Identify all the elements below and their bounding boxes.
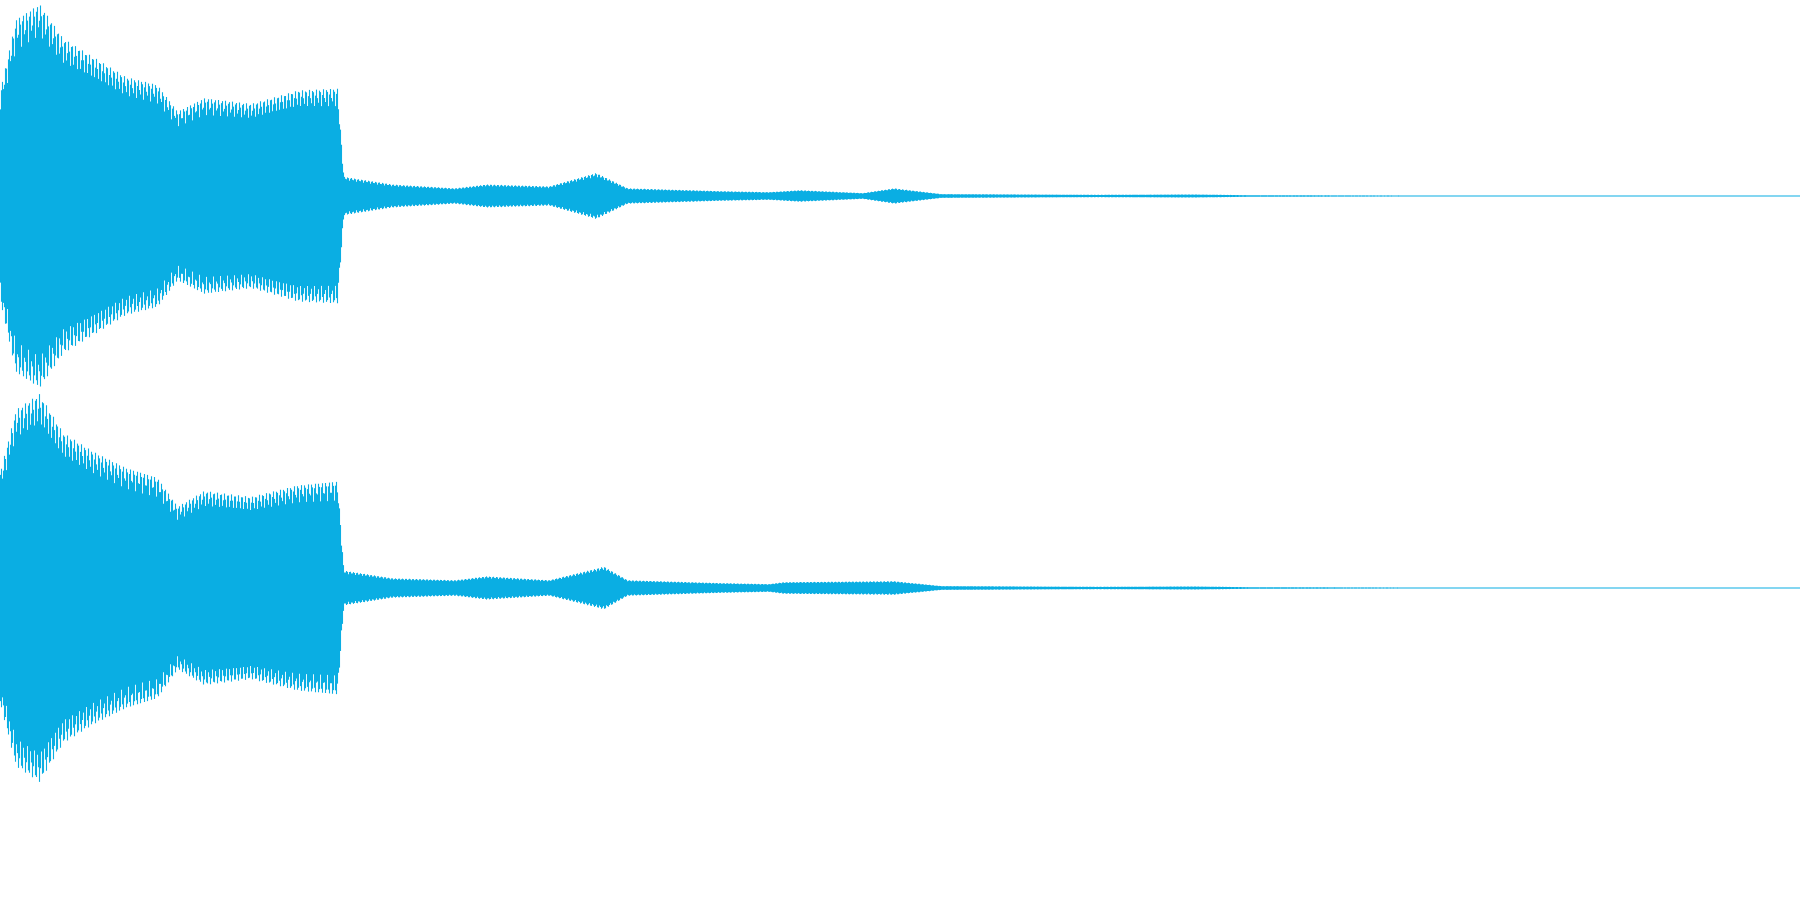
waveform-amplitude-path (0, 5, 1569, 387)
waveform-channel-1 (0, 5, 1800, 387)
waveform-amplitude-path (0, 394, 1569, 782)
waveform-channel-2 (0, 394, 1800, 782)
